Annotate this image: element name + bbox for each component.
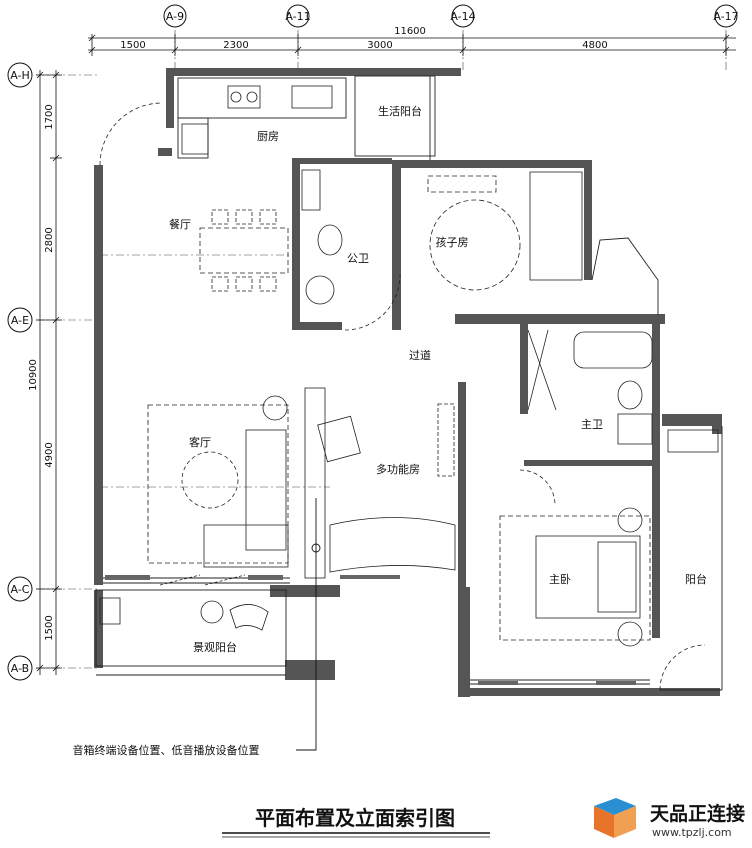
dim-total-height: 10900 [28, 359, 39, 391]
sink [291, 85, 333, 109]
room-label-dining: 餐厅 [169, 217, 191, 231]
fridge [181, 123, 209, 155]
toilet-master [617, 380, 643, 410]
dim-segment: 4800 [582, 40, 607, 51]
dining-table [199, 227, 289, 274]
axis-label: A-14 [450, 10, 475, 23]
axis-label: A-9 [166, 10, 184, 23]
dim-segment: 2300 [223, 40, 248, 51]
thin-outlines [95, 75, 723, 691]
title-text: 平面布置及立面索引图 [255, 806, 455, 830]
room-label-balcony: 阳台 [685, 572, 707, 586]
lamp [262, 395, 288, 421]
axis-label: A-17 [713, 10, 738, 23]
axis-bubble-a17: A-17 [713, 4, 739, 28]
living-rug [147, 404, 289, 564]
dim-segment: 3000 [367, 40, 392, 51]
dim-segment: 2800 [44, 227, 55, 252]
axis-bubble-a14: A-14 [450, 4, 476, 28]
axis-bubble-a9: A-9 [163, 4, 187, 28]
axis-bubble-ac: A-C [7, 576, 33, 602]
axis-label: A-B [11, 662, 29, 675]
dim-segment: 1500 [44, 615, 55, 640]
axis-label: A-C [11, 583, 30, 596]
stove [227, 85, 261, 109]
watermark: 天品正连接 www.tpzlj.com [594, 798, 745, 839]
master-bed [535, 535, 641, 619]
speaker-annotation: 音箱终端设备位置、低音播放设备位置 [73, 743, 260, 757]
bedroom-rug [499, 515, 651, 641]
dim-segment: 1700 [44, 104, 55, 129]
kids-bed [529, 171, 583, 281]
drawing-title: 平面布置及立面索引图 [222, 806, 490, 838]
basin-master [617, 413, 653, 445]
bathtub [573, 331, 653, 369]
basin [305, 275, 335, 305]
axis-label: A-11 [285, 10, 310, 23]
axis-gridlines [36, 30, 727, 669]
dimension-left [36, 70, 62, 675]
room-label-utility-balcony: 生活阳台 [378, 104, 422, 118]
dim-segment: 1500 [120, 40, 145, 51]
room-label-master-bed: 主卧 [549, 573, 571, 586]
room-label-living: 客厅 [189, 435, 211, 449]
axis-bubble-ab: A-B [7, 655, 33, 681]
axis-label: A-E [11, 314, 29, 327]
axis-bubble-ah: A-H [7, 62, 33, 88]
axis-bubble-ae: A-E [7, 307, 33, 333]
room-label-public-wc: 公卫 [347, 252, 369, 265]
cube-logo [594, 798, 636, 838]
rug [429, 199, 521, 291]
axis-label: A-H [10, 69, 30, 82]
room-label-master-bath: 主卫 [581, 418, 603, 431]
room-label-multi-room: 多功能房 [376, 462, 420, 476]
dim-total-width: 11600 [394, 26, 426, 37]
speaker-leader [296, 498, 321, 751]
axis-bubble-a11: A-11 [285, 4, 311, 28]
room-label-corridor: 过道 [409, 348, 431, 362]
dim-segment: 4900 [44, 442, 55, 467]
room-label-kitchen: 厨房 [257, 130, 279, 143]
toilet [317, 224, 343, 256]
brand-url: www.tpzlj.com [652, 826, 732, 839]
walls [94, 68, 722, 697]
room-label-view-balcony: 景观阳台 [193, 640, 237, 654]
window-hatch [105, 575, 636, 685]
sofa [245, 429, 287, 551]
dimension-top [88, 34, 736, 56]
furniture [99, 85, 719, 691]
room-label-kids-room: 孩子房 [436, 236, 469, 249]
brand-name: 天品正连接 [650, 802, 745, 825]
sofa-bed [329, 517, 456, 573]
coffee-table [181, 451, 239, 509]
lounge-chair [229, 604, 269, 631]
